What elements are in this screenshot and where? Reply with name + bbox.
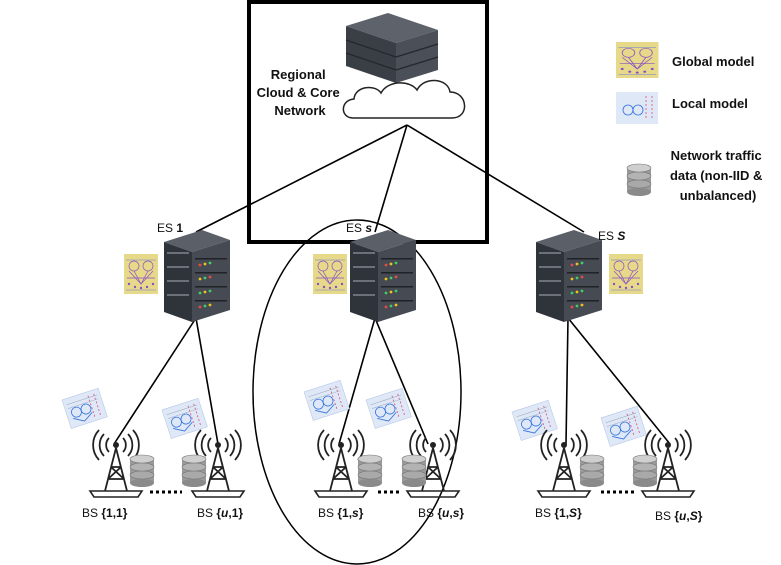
esS-label: ES S [598, 229, 625, 243]
link-core-esS [406, 124, 585, 233]
link-core-ess [374, 124, 408, 233]
bsu1-label: BS {u,1} [197, 506, 243, 520]
legend-database-icon [626, 163, 652, 197]
ess-label: ES s [346, 221, 372, 235]
esS-global-model-icon [608, 253, 644, 295]
bsus-label: BS {u,s} [418, 506, 464, 520]
legend-traffic-label: Network traffic data (non-IID & unbalanc… [670, 148, 766, 203]
bsus-database-icon [401, 454, 427, 488]
legend-local-model-icon [616, 92, 658, 124]
legend-global-model-label: Global model [672, 54, 754, 69]
legend-local-model-label: Local model [672, 96, 748, 111]
bs11-label: BS {1,1} [82, 506, 128, 520]
bsu1-database-icon [181, 454, 207, 488]
bsuS-database-icon [632, 454, 658, 488]
bs1s-label: BS {1,s} [318, 506, 364, 520]
edge-cluster-ellipse [252, 219, 462, 565]
bs1S-database-icon [579, 454, 605, 488]
bs1s-database-icon [357, 454, 383, 488]
es1-label: ES 1 [157, 221, 183, 235]
link-es1-bs11 [113, 317, 197, 445]
bs11-database-icon [129, 454, 155, 488]
link-core-es1 [195, 124, 408, 233]
bs11-local-model-icon [61, 387, 108, 429]
ess-server-icon [350, 230, 416, 322]
bsu1-local-model-icon [161, 397, 208, 439]
bsus-local-model-icon [365, 387, 412, 429]
link-es1-bsu1 [195, 317, 219, 445]
link-esS-bsuS [567, 317, 671, 445]
legend-global-model-icon [615, 41, 660, 79]
link-esS-bs1S [565, 317, 569, 445]
esS-server-icon [536, 230, 602, 322]
links [113, 124, 671, 445]
link-ess-bs1s [338, 317, 376, 445]
bs1s-local-model-icon [303, 379, 350, 421]
cloud-label: Regional Cloud & Core Network [257, 67, 344, 118]
bsuS-local-model-icon [600, 405, 647, 447]
link-ess-bsus [374, 317, 429, 445]
es1-global-model-icon [123, 253, 159, 295]
cloud-icon [342, 79, 466, 119]
core-server-icon [345, 13, 439, 83]
legend: Global model Local model Network traffic… [615, 41, 766, 203]
ess-global-model-icon [312, 253, 348, 295]
bs1S-label: BS {1,S} [535, 506, 582, 520]
bsuS-label: BS {u,S} [655, 509, 703, 523]
es1-server-icon [164, 230, 230, 322]
